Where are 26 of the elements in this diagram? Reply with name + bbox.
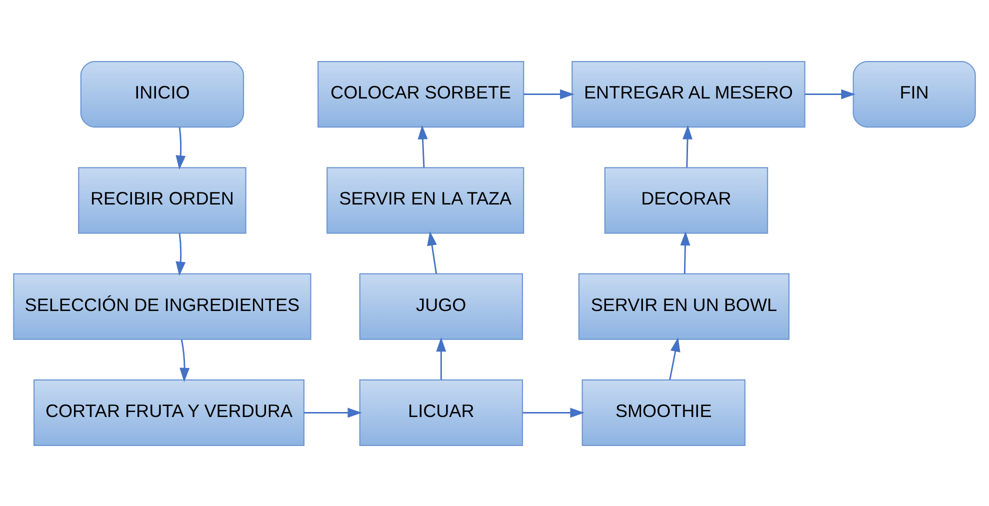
node-box: LICUAR (359, 378, 524, 446)
node-box: SERVIR EN UN BOWL (578, 272, 790, 340)
arrow (418, 124, 428, 168)
arrow (680, 230, 690, 274)
node-box: DECORAR (604, 166, 768, 234)
node-box: SELECCIÓN DE INGREDIENTES (13, 272, 312, 340)
arrow (669, 336, 680, 380)
arrow (522, 407, 584, 418)
arrow (524, 88, 574, 99)
node-box: CORTAR FRUTA Y VERDURA (33, 378, 304, 446)
arrow (436, 336, 446, 380)
node-box: INICIO (80, 60, 244, 128)
arrow (176, 232, 186, 276)
node-box: ENTREGAR AL MESERO (572, 60, 806, 128)
arrow (176, 126, 186, 170)
node-box: SMOOTHIE (582, 378, 746, 446)
arrow (427, 230, 438, 274)
node-box: SERVIR EN LA TAZA (326, 166, 524, 234)
node-box: FIN (852, 60, 976, 128)
arrow (804, 88, 856, 99)
node-box: JUGO (359, 272, 524, 340)
node-box: RECIBIR ORDEN (78, 166, 246, 234)
arrow (682, 124, 692, 168)
arrow (304, 407, 362, 418)
arrow (180, 338, 190, 382)
node-box: COLOCAR SORBETE (317, 60, 524, 128)
